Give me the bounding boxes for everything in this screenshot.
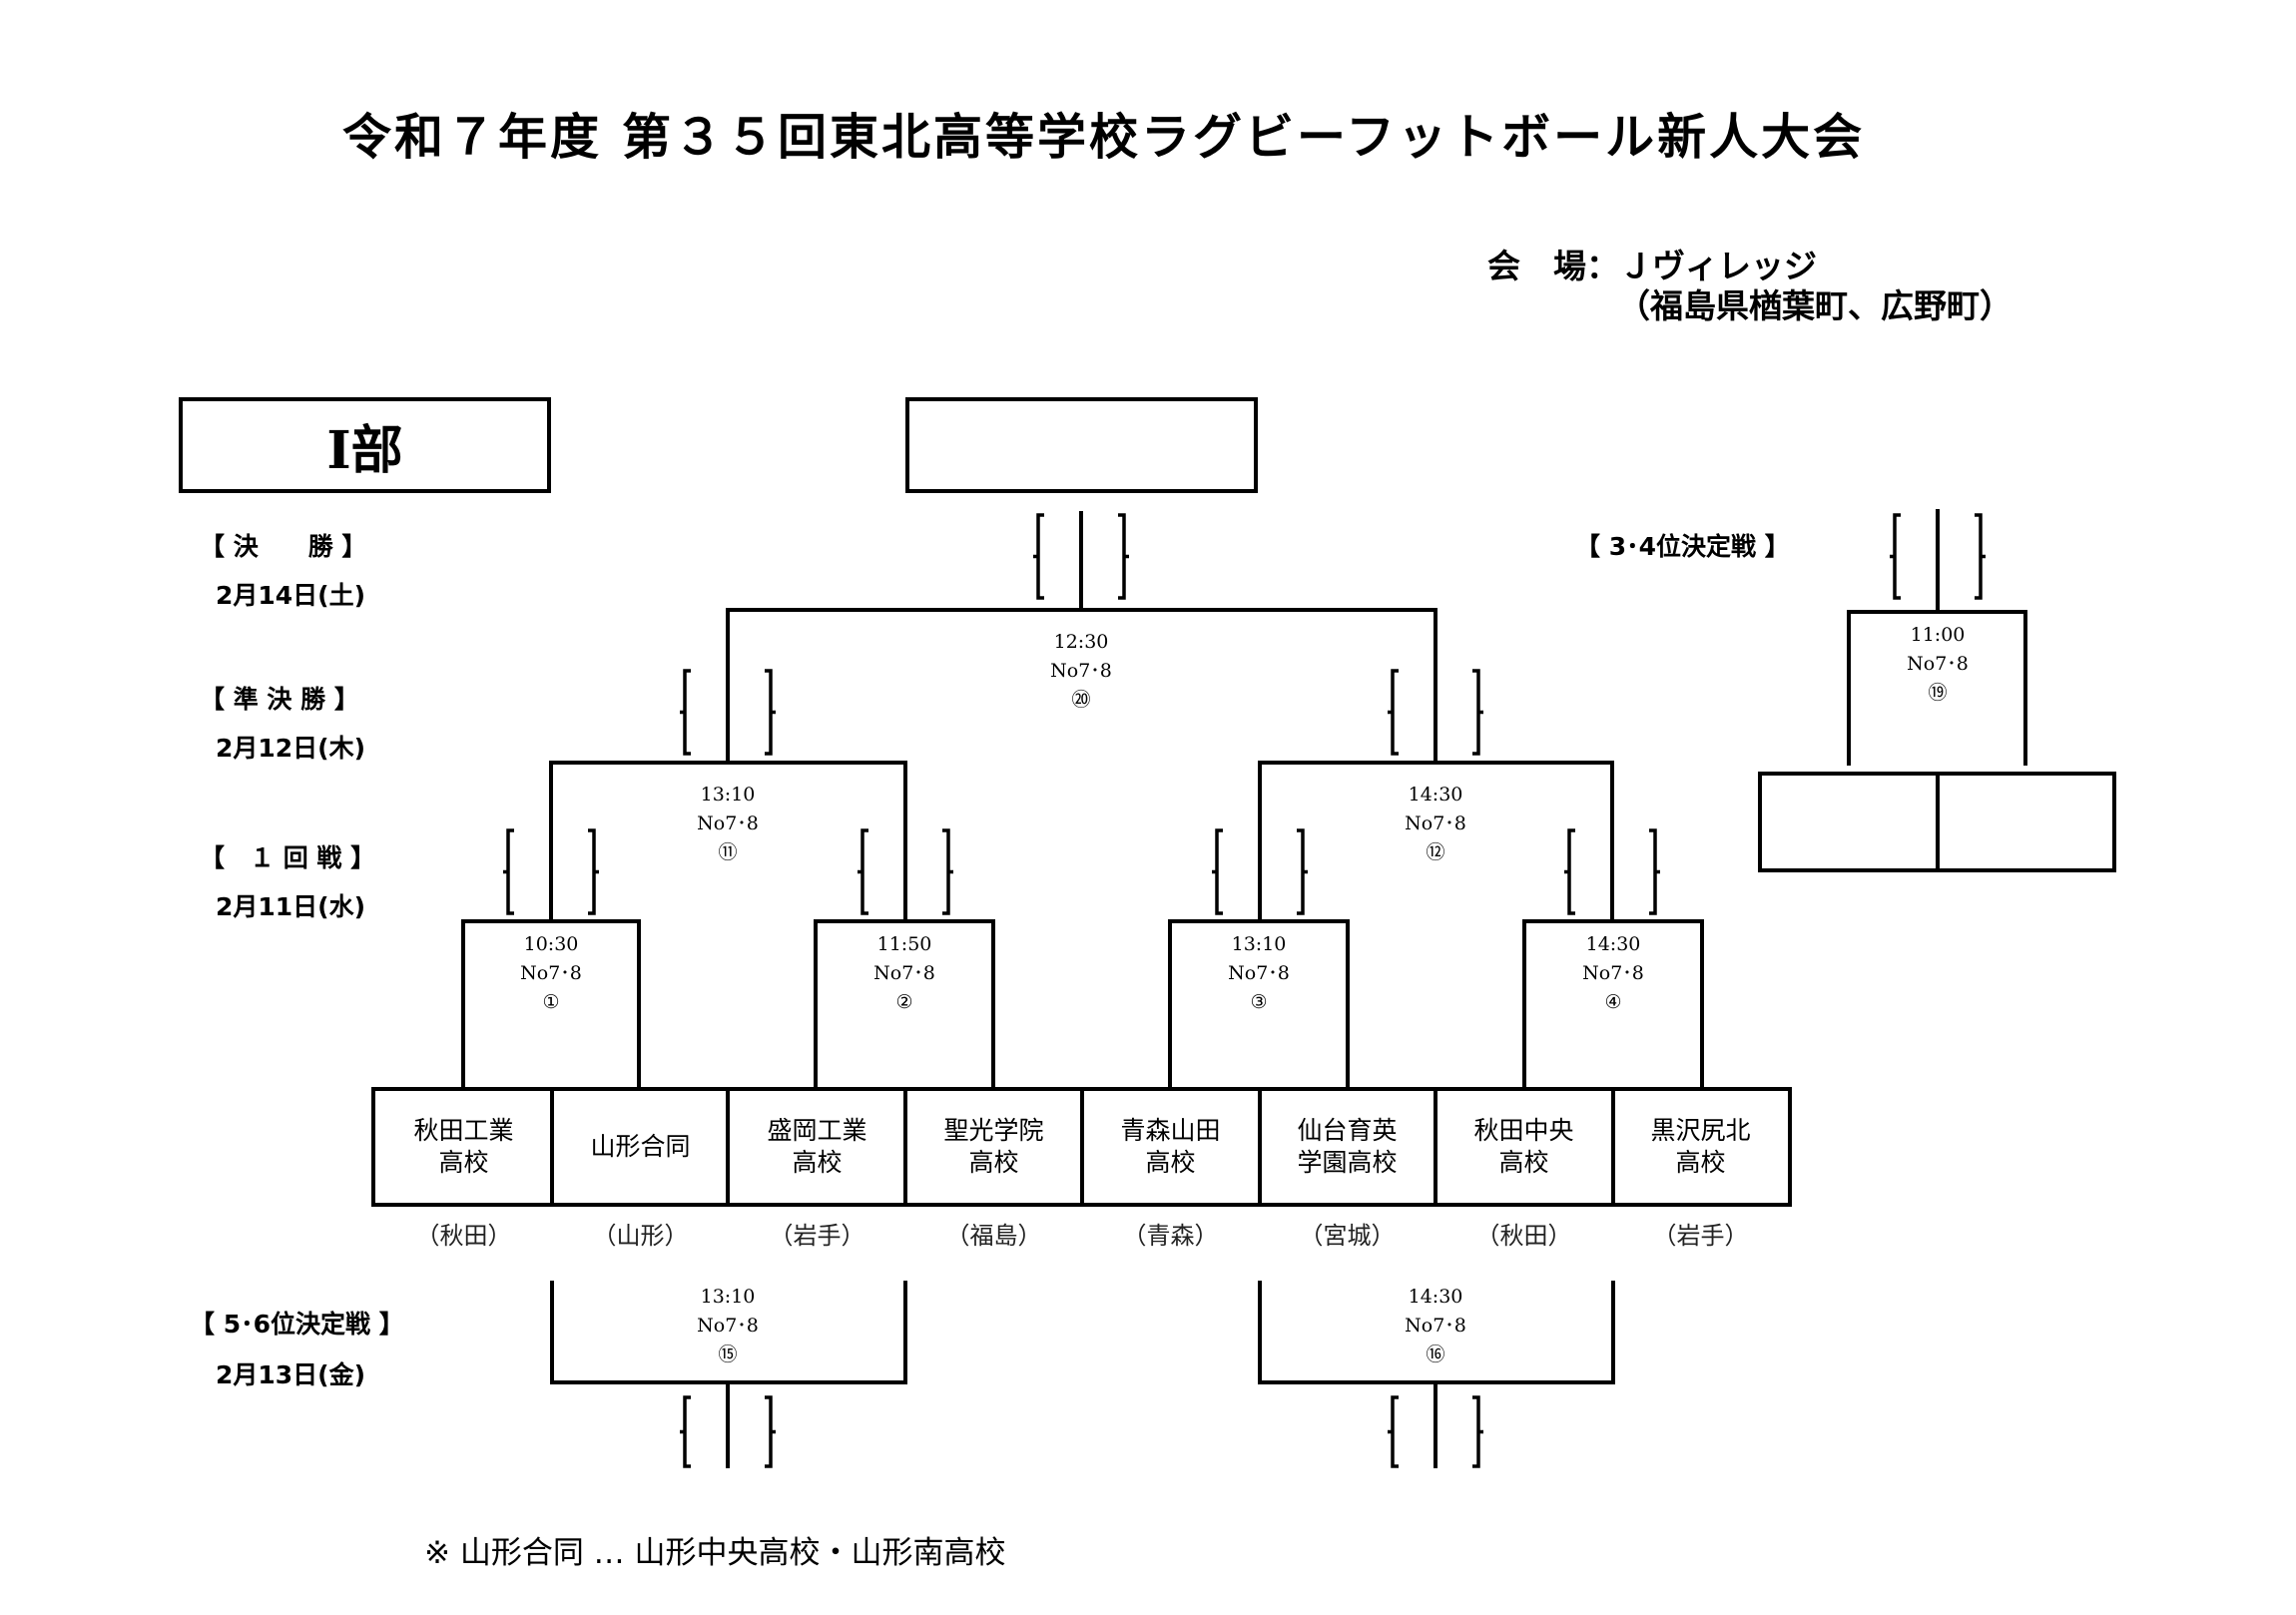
score-bracket-left bbox=[1388, 1395, 1399, 1468]
match-time: 14:30 bbox=[1408, 1286, 1463, 1308]
semifinal-round-label: 【 準 決 勝 】 bbox=[200, 685, 359, 714]
match-number: ⑮ bbox=[718, 1344, 738, 1365]
final-round-date: 2月14日(土) bbox=[216, 581, 366, 610]
team-cell: 青森山田 高校 bbox=[1120, 1116, 1221, 1177]
match-number: ⑪ bbox=[718, 841, 738, 863]
semifinal-round-date: 2月12日(木) bbox=[216, 734, 366, 763]
match-field: No7･8 bbox=[1582, 962, 1644, 984]
score-bracket-right bbox=[1297, 828, 1308, 915]
score-bracket-right bbox=[1649, 828, 1660, 915]
score-bracket-right bbox=[942, 828, 953, 915]
match-time: 12:30 bbox=[1053, 631, 1109, 653]
score-bracket-right bbox=[1472, 1395, 1483, 1468]
match-2-info: 11:50 No7･8 ② bbox=[845, 930, 964, 1017]
team-prefecture: （秋田） bbox=[1475, 1222, 1572, 1250]
score-bracket-left bbox=[503, 828, 514, 915]
page-title: 令和７年度 第３５回東北高等学校ラグビーフットボール新人大会 bbox=[342, 109, 1866, 166]
team-cell: 仙台育英 学園高校 bbox=[1297, 1116, 1398, 1177]
score-bracket-left bbox=[1890, 513, 1901, 600]
match-19-info: 11:00 No7･8 ⑲ bbox=[1878, 621, 1998, 708]
score-bracket-right bbox=[1975, 513, 1986, 600]
team-cell: 聖光学院 高校 bbox=[943, 1116, 1044, 1177]
match-time: 13:10 bbox=[700, 784, 756, 806]
score-bracket-right bbox=[1472, 669, 1483, 756]
match-number: ⑲ bbox=[1928, 682, 1948, 704]
match-number: ⑫ bbox=[1426, 841, 1445, 863]
match-20-info: 12:30 No7･8 ⑳ bbox=[1021, 628, 1141, 715]
match-number: ④ bbox=[1604, 991, 1622, 1013]
match-3-info: 13:10 No7･8 ③ bbox=[1199, 930, 1319, 1017]
match-field: No7･8 bbox=[1907, 653, 1969, 675]
match-11-info: 13:10 No7･8 ⑪ bbox=[668, 781, 788, 867]
match-time: 13:10 bbox=[1231, 933, 1287, 955]
team-prefecture: （宮城） bbox=[1299, 1222, 1396, 1250]
venue-location: （福島県楢葉町、広野町） bbox=[1617, 286, 2012, 325]
match-field: No7･8 bbox=[1405, 812, 1466, 834]
team-prefecture: （山形） bbox=[592, 1222, 689, 1250]
team-cell: 盛岡工業 高校 bbox=[767, 1116, 867, 1177]
match-4-info: 14:30 No7･8 ④ bbox=[1553, 930, 1673, 1017]
match-1-info: 10:30 No7･8 ① bbox=[491, 930, 611, 1017]
match-time: 11:50 bbox=[876, 933, 932, 955]
r1-match-3 bbox=[1168, 919, 1350, 1091]
first-round-label: 【 １ 回 戦 】 bbox=[200, 843, 376, 872]
venue-name: 会 場：Ｊヴィレッジ bbox=[1487, 247, 1817, 285]
team-prefecture: （岩手） bbox=[769, 1222, 865, 1250]
champion-box bbox=[905, 397, 1258, 493]
score-bracket-left bbox=[680, 669, 691, 756]
match-time: 14:30 bbox=[1408, 784, 1463, 806]
score-bracket-left bbox=[1564, 828, 1575, 915]
r1-match-2 bbox=[814, 919, 995, 1091]
match-16-info: 14:30 No7･8 ⑯ bbox=[1376, 1283, 1495, 1369]
team-prefecture: （福島） bbox=[945, 1222, 1042, 1250]
match-number: ① bbox=[542, 991, 560, 1013]
fifth-place-date: 2月13日(金) bbox=[216, 1360, 366, 1389]
fourth-place-slot bbox=[1938, 774, 2115, 870]
match-number: ⑳ bbox=[1071, 689, 1091, 711]
score-bracket-left bbox=[858, 828, 868, 915]
match-time: 13:10 bbox=[700, 1286, 756, 1308]
match-time: 11:00 bbox=[1910, 624, 1966, 646]
score-bracket-right bbox=[588, 828, 599, 915]
team-prefecture: （岩手） bbox=[1652, 1222, 1749, 1250]
final-round-label: 【 決 勝 】 bbox=[200, 532, 367, 561]
match-number: ③ bbox=[1250, 991, 1268, 1013]
team-cell: 秋田中央 高校 bbox=[1473, 1116, 1574, 1177]
score-bracket-left bbox=[1033, 513, 1044, 600]
match-field: No7･8 bbox=[1405, 1315, 1466, 1337]
team-cell: 黒沢尻北 高校 bbox=[1650, 1116, 1751, 1177]
team-cell: 秋田工業 高校 bbox=[413, 1116, 514, 1177]
score-bracket-left bbox=[680, 1395, 691, 1468]
team-prefecture: （青森） bbox=[1122, 1222, 1219, 1250]
score-bracket-right bbox=[1118, 513, 1129, 600]
match-number: ② bbox=[895, 991, 913, 1013]
score-bracket-left bbox=[1212, 828, 1223, 915]
r1-match-1 bbox=[461, 919, 641, 1091]
match-time: 10:30 bbox=[523, 933, 579, 955]
match-field: No7･8 bbox=[697, 1315, 759, 1337]
match-field: No7･8 bbox=[873, 962, 935, 984]
match-12-info: 14:30 No7･8 ⑫ bbox=[1376, 781, 1495, 867]
match-field: No7･8 bbox=[520, 962, 582, 984]
score-bracket-right bbox=[765, 1395, 776, 1468]
match-15-info: 13:10 No7･8 ⑮ bbox=[668, 1283, 788, 1369]
score-bracket-right bbox=[765, 669, 776, 756]
score-bracket-left bbox=[1388, 669, 1399, 756]
team-cell: 山形合同 bbox=[590, 1132, 691, 1161]
third-place-label: 【 3･4位決定戦 】 bbox=[1575, 532, 1790, 561]
match-time: 14:30 bbox=[1585, 933, 1641, 955]
division-label: Ⅰ部 bbox=[179, 397, 551, 493]
third-match bbox=[1847, 610, 2027, 766]
match-field: No7･8 bbox=[697, 812, 759, 834]
r1-match-4 bbox=[1522, 919, 1704, 1091]
match-field: No7･8 bbox=[1050, 660, 1112, 682]
team-prefecture: （秋田） bbox=[415, 1222, 512, 1250]
footnote: ※ 山形合同 … 山形中央高校・山形南高校 bbox=[424, 1535, 1006, 1571]
match-number: ⑯ bbox=[1426, 1344, 1445, 1365]
fifth-place-label: 【 5･6位決定戦 】 bbox=[190, 1310, 404, 1339]
match-field: No7･8 bbox=[1228, 962, 1290, 984]
third-place-slot bbox=[1760, 774, 1938, 870]
first-round-date: 2月11日(水) bbox=[216, 892, 366, 921]
